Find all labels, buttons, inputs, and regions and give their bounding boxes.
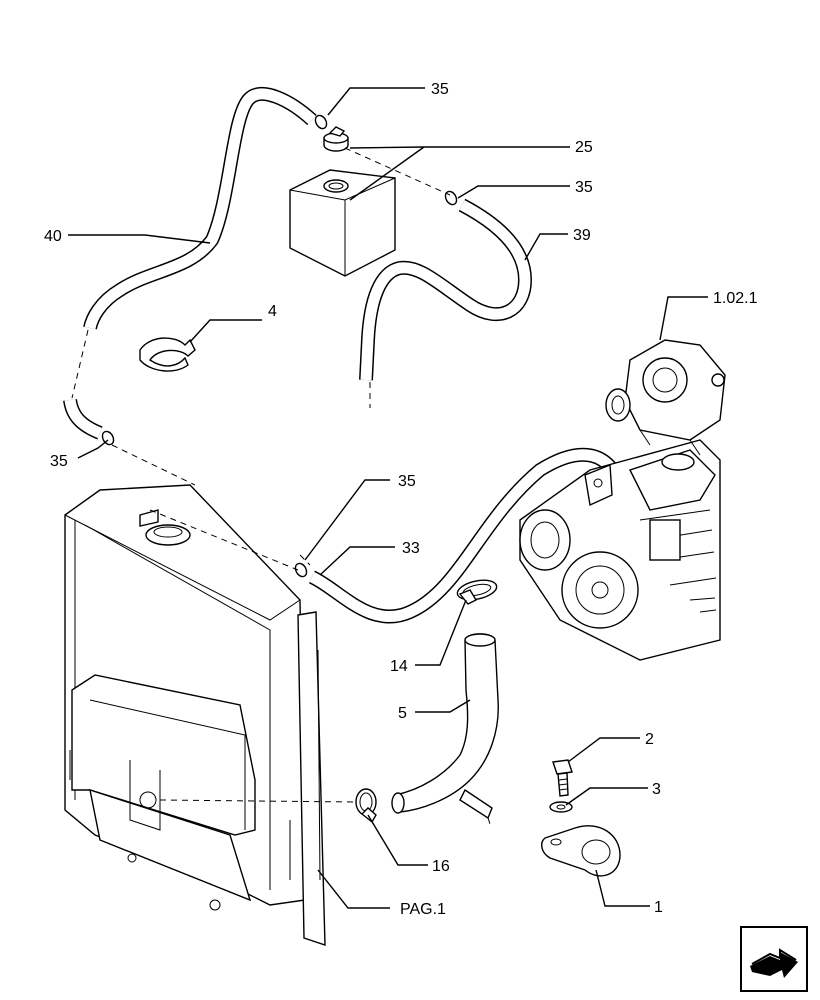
callout-35-mid: 35 (398, 473, 416, 490)
callout-labels: 35 25 35 40 39 4 1.02.1 35 35 33 14 5 2 … (44, 81, 758, 918)
hose-clamp-16 (355, 788, 377, 824)
callout-2: 2 (645, 731, 654, 748)
hose-39 (359, 198, 533, 381)
callout-4: 4 (268, 303, 277, 320)
hose-segment-left (63, 398, 103, 440)
hose-40 (83, 86, 317, 330)
hose-clamp-35-left (101, 430, 115, 446)
callout-pag-1: PAG.1 (400, 901, 446, 918)
callout-3: 3 (652, 781, 661, 798)
expansion-tank (289, 169, 396, 277)
hose-clamp-14 (456, 579, 498, 605)
callout-25: 25 (575, 139, 593, 156)
engine-block (519, 439, 721, 661)
callout-35-top: 35 (431, 81, 449, 98)
callout-5: 5 (398, 705, 407, 722)
clip-4 (139, 337, 196, 372)
hose-5 (391, 633, 499, 820)
callout-1: 1 (654, 899, 663, 916)
p-clamp-1 (541, 825, 621, 877)
next-page-button[interactable] (740, 926, 808, 992)
next-page-arrow-icon (740, 926, 808, 992)
hose-33 (308, 447, 629, 624)
callout-1-02-1: 1.02.1 (713, 290, 758, 307)
tank-cap (323, 126, 349, 152)
radiator (64, 484, 326, 946)
callout-33: 33 (402, 540, 420, 557)
callout-39: 39 (573, 227, 591, 244)
callout-35-right: 35 (575, 179, 593, 196)
callout-16: 16 (432, 858, 450, 875)
turbocharger (605, 339, 726, 456)
callout-14: 14 (390, 658, 408, 675)
hose-clamp-35-top (314, 114, 328, 130)
callout-40: 40 (44, 228, 62, 245)
hose-clamp-35-right (444, 190, 458, 206)
reference-lines (71, 147, 491, 825)
leader-lines (68, 87, 708, 909)
bolt-2 (552, 759, 573, 797)
callout-35-left: 35 (50, 453, 68, 470)
hose-clamp-35-mid (294, 562, 308, 578)
